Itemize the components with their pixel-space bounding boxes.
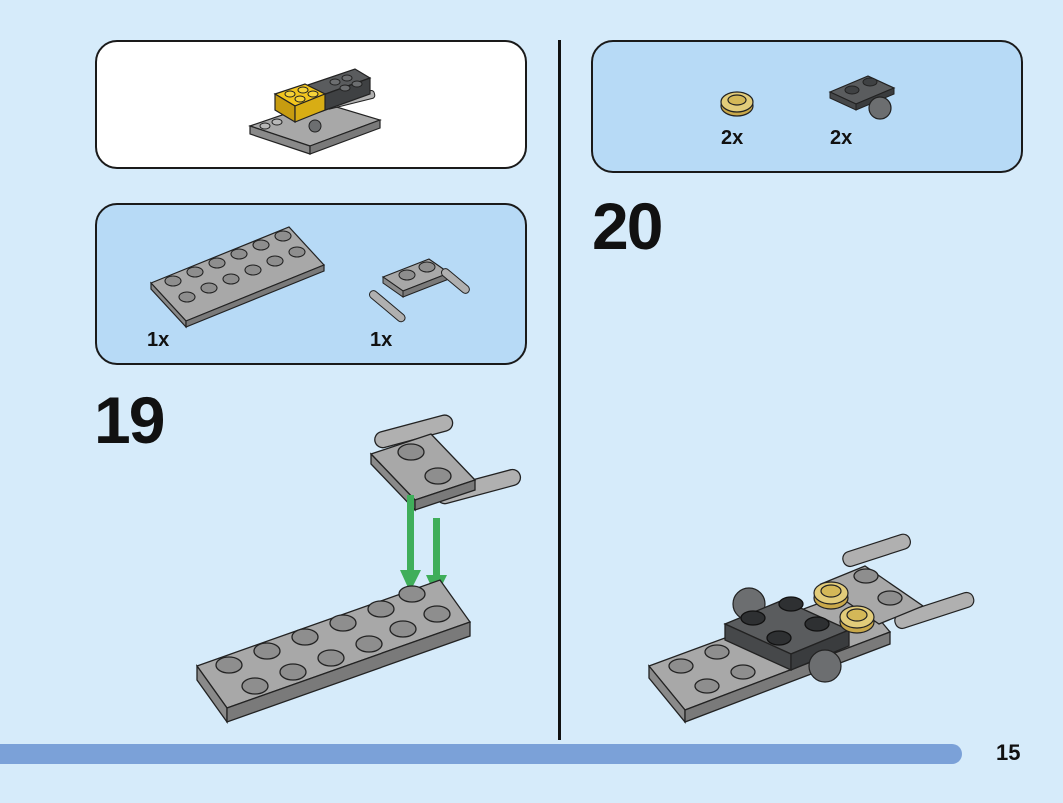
insert-arrow (400, 495, 421, 592)
part-qty: 1x (370, 329, 393, 351)
page-number: 15 (996, 740, 1021, 765)
step-20-illustration (647, 533, 975, 724)
preview-model-image (248, 68, 382, 155)
preview-panel (95, 40, 527, 169)
plate-with-bars-image (368, 258, 470, 323)
part-qty: 2x (721, 127, 744, 149)
progress-bar (0, 744, 962, 764)
plate-with-ball-image (828, 75, 896, 120)
part-qty: 2x (830, 127, 853, 149)
round-plate-gold-image (720, 91, 754, 117)
plate-2x6-image (149, 226, 326, 329)
step-number-20: 20 (592, 189, 663, 263)
step-19-illustration (195, 414, 522, 725)
parts-panel-step-20: 2x 2x (591, 40, 1023, 173)
parts-panel-step-19: 1x 1x (95, 203, 527, 365)
column-divider (558, 40, 561, 740)
step-number-19: 19 (94, 383, 165, 457)
part-qty: 1x (147, 329, 170, 351)
